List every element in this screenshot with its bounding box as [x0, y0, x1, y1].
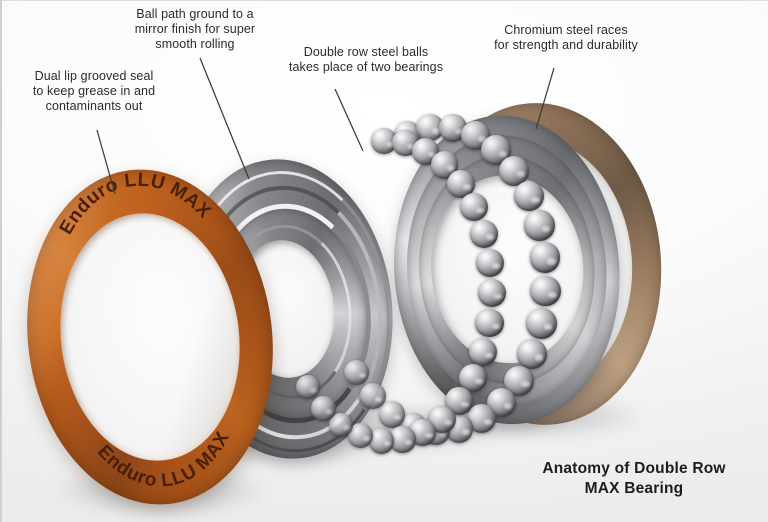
- seal-engraving-bottom: Enduro LLU MAX: [92, 426, 240, 500]
- annotation-races: Chromium steel races for strength and du…: [494, 23, 638, 52]
- ball-cage: [270, 113, 570, 454]
- steel-ball: [368, 427, 395, 454]
- steel-ball: [475, 308, 504, 338]
- steel-ball: [469, 219, 499, 249]
- annotation-ball-path: Ball path ground to a mirror finish for …: [134, 7, 256, 51]
- steel-ball: [475, 248, 505, 278]
- steel-ball: [468, 337, 498, 367]
- steel-ball: [311, 396, 336, 421]
- steel-ball: [460, 193, 489, 222]
- seal-engraving-top: Enduro LLU MAX: [50, 161, 217, 241]
- page-title: Anatomy of Double Row MAX Bearing: [542, 460, 726, 497]
- annotation-double-row: Double row steel balls takes place of tw…: [288, 45, 444, 74]
- annotation-seal: Dual lip grooved seal to keep grease in …: [32, 69, 156, 113]
- orange-seal-ring: Enduro LLU MAX Enduro LLU MAX: [8, 155, 292, 519]
- steel-ball: [296, 375, 321, 400]
- steel-ball: [343, 359, 370, 386]
- steel-ball: [477, 278, 507, 308]
- seal-engraving: Enduro LLU MAX Enduro LLU MAX: [50, 161, 240, 500]
- ball-row-lower: [270, 119, 570, 454]
- steel-ball: [359, 383, 386, 410]
